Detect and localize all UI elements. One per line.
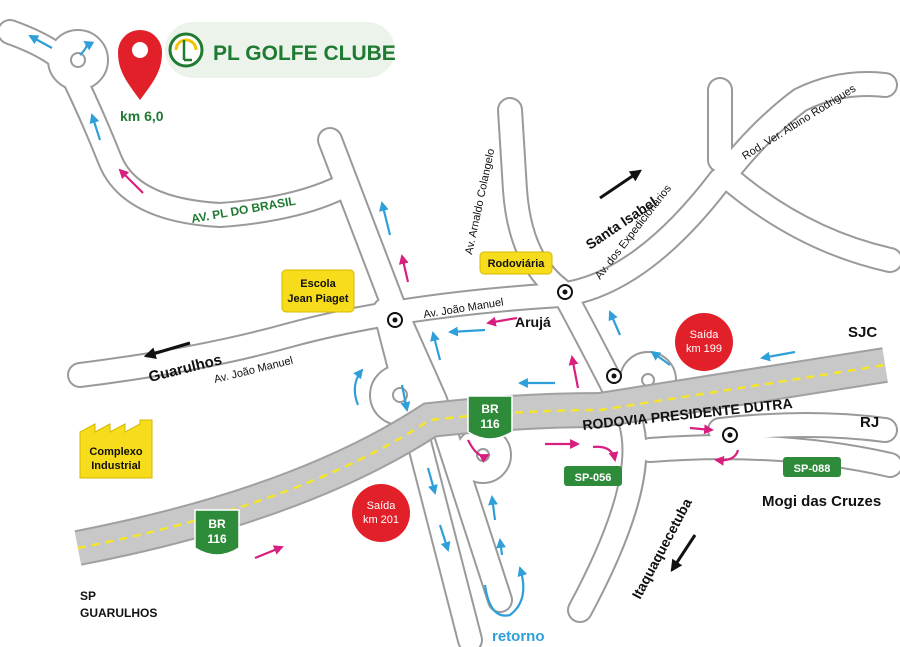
highway-center-line [77, 363, 886, 550]
place-aruja: Arujá [515, 314, 551, 330]
poi-escola-line1: Escola [300, 278, 336, 290]
poi-escola-line2: Jean Piaget [287, 293, 348, 305]
shield-sp056-label: SP-056 [575, 472, 612, 484]
header-banner [165, 22, 395, 78]
exit-km201-line2: km 201 [363, 514, 399, 526]
km-label: km 6,0 [120, 108, 164, 124]
place-rj: RJ [860, 414, 879, 431]
magenta-route-arrows [118, 168, 740, 560]
junction-markers [387, 284, 738, 443]
shield-br116-east-line1: BR [481, 402, 499, 416]
road-label-arnaldo: Av. Arnaldo Colangelo [463, 148, 497, 256]
poi-rodoviaria: Rodoviária [479, 251, 553, 275]
exit-km199-line1: Saída [690, 329, 720, 341]
poi-complexo-line2: Industrial [91, 460, 141, 472]
retorno-label: retorno [492, 628, 545, 645]
direction-arrows [143, 169, 697, 573]
shield-sp056: SP-056 [564, 466, 622, 486]
place-mogi: Mogi das Cruzes [762, 493, 881, 510]
location-pin-icon [118, 30, 162, 100]
place-sp: SP [80, 589, 96, 603]
exit-km199-line2: km 199 [686, 343, 722, 355]
golf-club-logo-icon [168, 32, 204, 68]
poi-complexo-line1: Complexo [89, 446, 142, 458]
shield-br116-west: BR 116 [194, 509, 240, 556]
place-sp-guarulhos: GUARULHOS [80, 606, 157, 620]
shield-br116-east-line2: 116 [480, 417, 500, 431]
poi-complexo-industrial: Complexo Industrial [79, 419, 153, 479]
shield-sp088-label: SP-088 [794, 463, 831, 475]
shield-br116-west-line1: BR [208, 517, 226, 531]
blue-route-arrows [28, 35, 796, 617]
club-name: PL GOLFE CLUBE [213, 42, 396, 65]
shield-br116-east: BR 116 [467, 395, 513, 440]
exit-km201: Saída km 201 [352, 484, 410, 542]
poi-escola: Escola Jean Piaget [281, 269, 355, 313]
shield-br116-west-line2: 116 [207, 532, 227, 546]
place-sjc: SJC [848, 324, 877, 341]
exit-km199: Saída km 199 [675, 313, 733, 371]
exit-km201-line1: Saída [367, 500, 397, 512]
shield-sp088: SP-088 [783, 457, 841, 477]
poi-rodoviaria-label: Rodoviária [488, 258, 546, 270]
road-fills [0, 21, 900, 647]
